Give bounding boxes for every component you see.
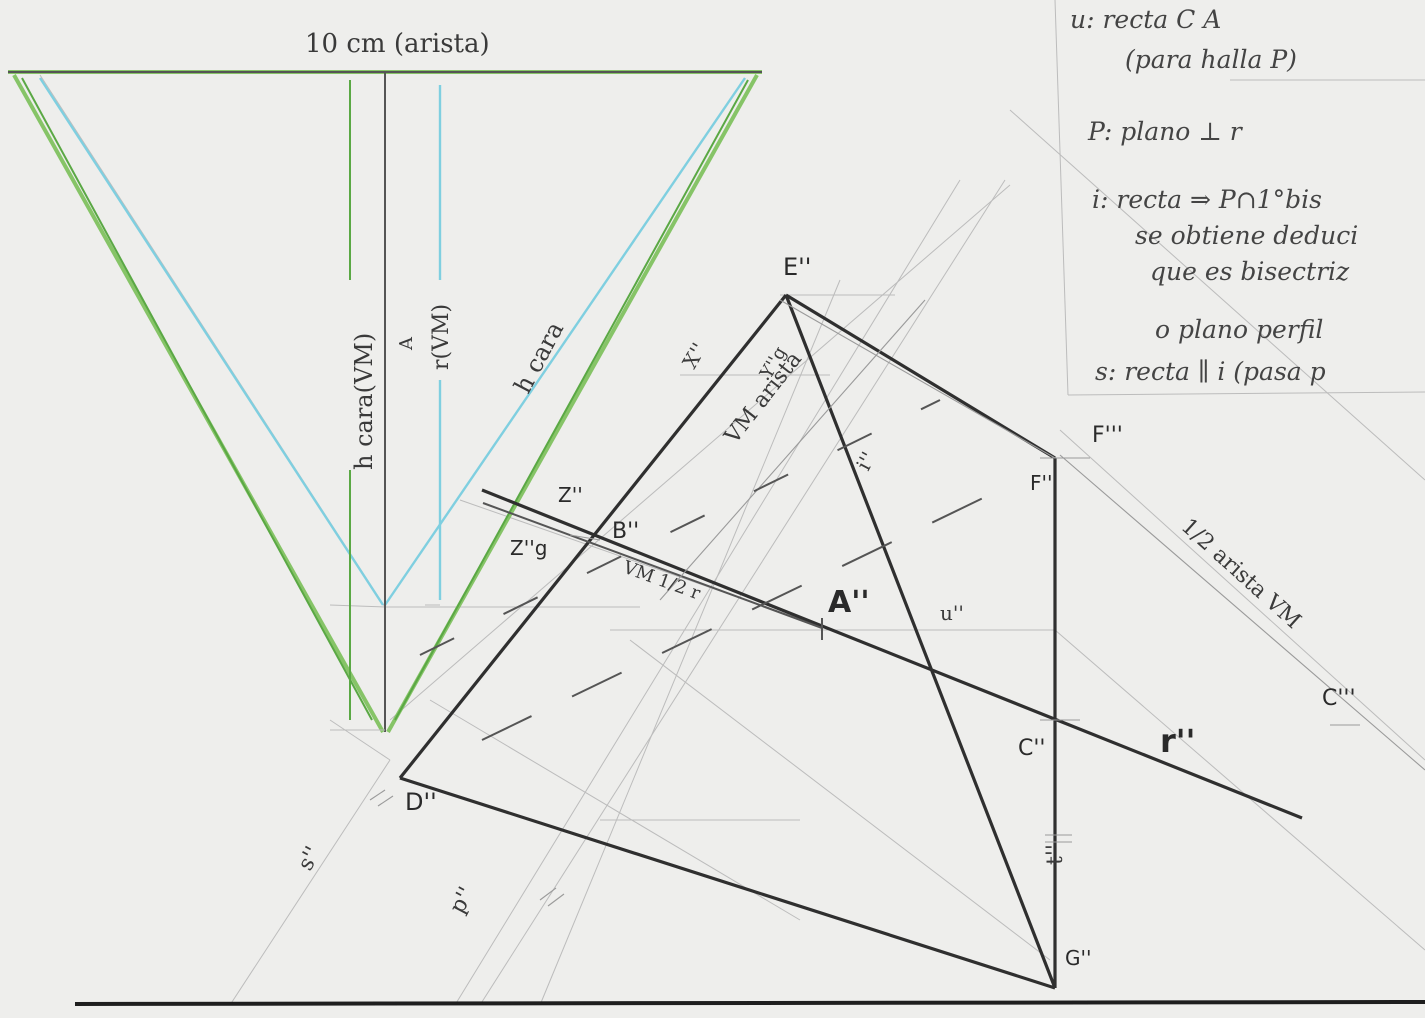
note-4: i: recta ⇒ P∩1°bis [1092,185,1322,214]
label-p: p'' [445,883,479,918]
h-cara-label: h cara [509,317,570,398]
top-label: 10 cm (arista) [305,29,490,59]
note-2: (para halla P) [1125,45,1297,74]
label-b: B'' [612,519,639,544]
note-3: P: plano ⊥ r [1087,117,1244,146]
half-arista-vm-label: 1/2 arista VM [1176,514,1305,634]
label-t: t'' [1043,844,1068,865]
label-c3: C''' [1322,686,1356,711]
label-d: D'' [405,788,437,816]
label-u: u'' [940,601,964,625]
true-magnitude-triangle [8,70,762,733]
note-5: se obtiene deduci [1135,221,1358,250]
label-e: E'' [783,253,811,281]
note-7: o plano perfil [1155,315,1323,344]
construction-lines [39,74,1425,1006]
label-zg: Z''g [510,536,547,560]
h-cara-vm-label: h cara(VM) [350,333,378,470]
label-x: X'' [678,339,711,373]
note-1: u: recta C A [1070,5,1221,34]
pyramid-projection [369,293,1425,990]
note-8: s: recta ∥ i (pasa p [1095,357,1326,386]
ground-line [74,1000,1425,1006]
label-f3: F''' [1092,423,1123,448]
label-c2: C'' [1018,736,1045,761]
vm-half-r-label: VM 1/2 r [619,557,703,605]
label-r: r'' [1160,722,1195,760]
label-f2: F'' [1030,471,1053,495]
r-vm-label: r(VM) [429,304,454,370]
label-z: Z'' [558,483,583,507]
label-g: G'' [1065,946,1092,970]
notes-panel [1054,0,1425,396]
label-s: s'' [293,842,326,874]
label-a: A'' [828,585,870,620]
a-small-label: A [396,336,417,351]
note-6: que es bisectriz [1150,257,1350,286]
